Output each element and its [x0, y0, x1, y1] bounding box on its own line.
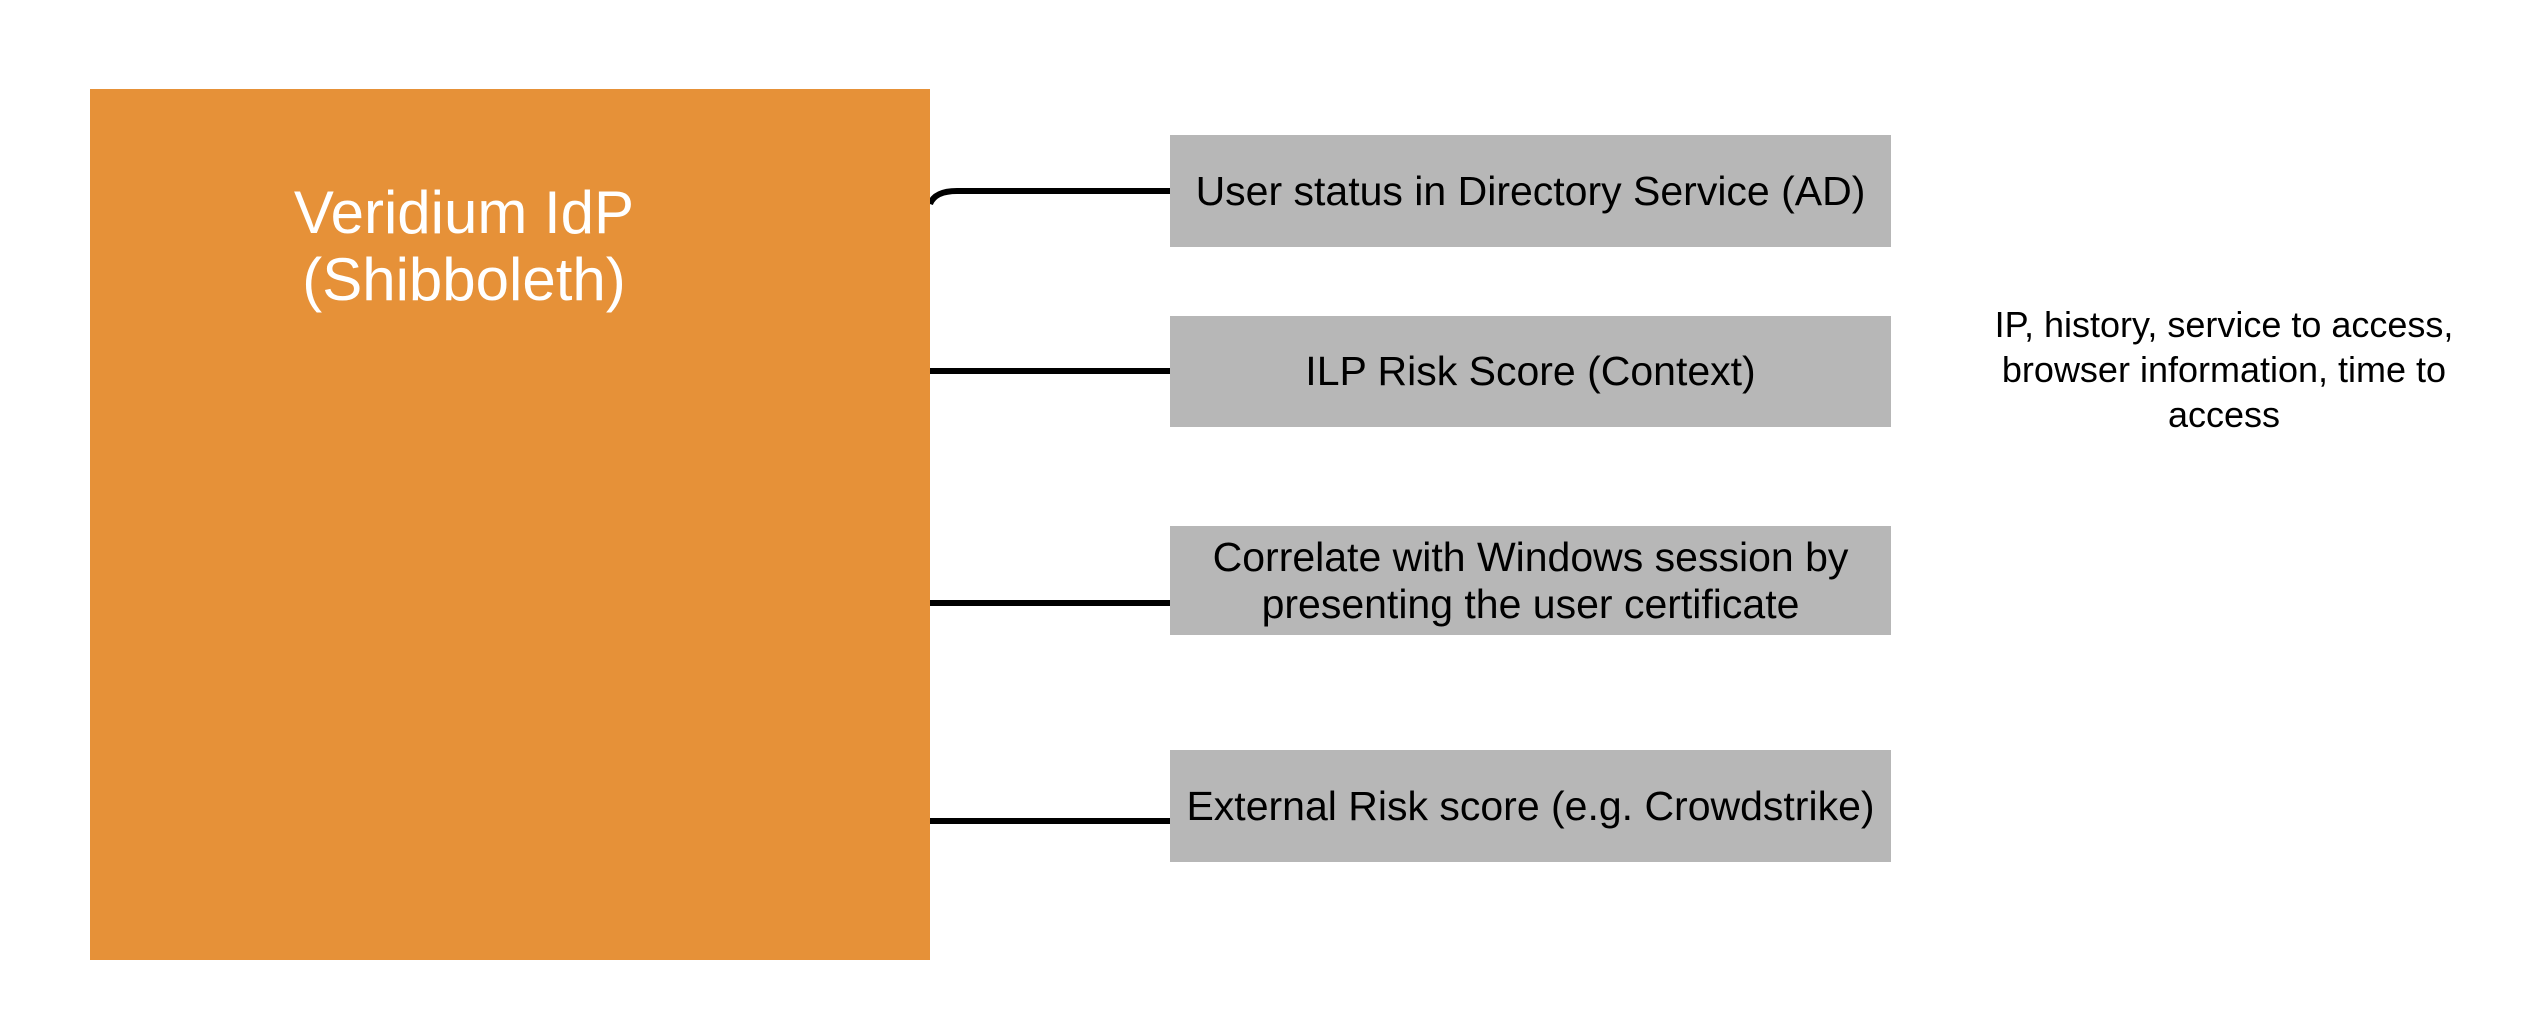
factor-box-user-status-label: User status in Directory Service (AD)	[1195, 167, 1866, 214]
factor-box-ilp-risk-score: ILP Risk Score (Context)	[1170, 316, 1891, 427]
factor-box-external-risk-score-label: External Risk score (e.g. Crowdstrike)	[1186, 782, 1875, 829]
factor-box-correlate-windows-session: Correlate with Windows session by presen…	[1170, 526, 1891, 635]
factor-box-correlate-windows-session-label: Correlate with Windows session by presen…	[1212, 533, 1849, 627]
idp-box-title: Veridium IdP (Shibboleth)	[90, 179, 838, 313]
factor-box-user-status: User status in Directory Service (AD)	[1170, 135, 1891, 247]
idp-title-line1: Veridium IdP	[293, 179, 635, 246]
factor-box-ilp-risk-score-label: ILP Risk Score (Context)	[1305, 348, 1756, 394]
idp-box: Veridium IdP (Shibboleth)	[90, 89, 930, 960]
factor-box-external-risk-score: External Risk score (e.g. Crowdstrike)	[1170, 750, 1891, 862]
idp-title-line2: (Shibboleth)	[302, 246, 626, 313]
annotation-text: IP, history, service to access, browser …	[1994, 304, 2454, 435]
connector-line-1	[927, 188, 1170, 206]
